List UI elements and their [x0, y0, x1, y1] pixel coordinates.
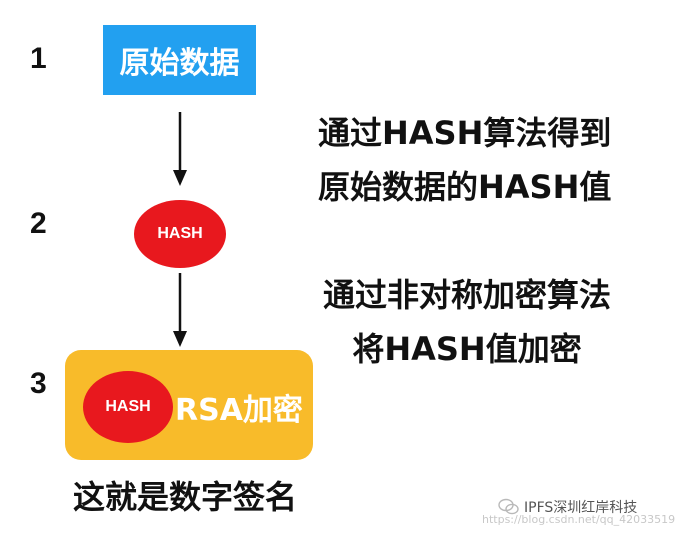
watermark: IPFS深圳红岸科技: [498, 497, 637, 517]
note-hash-line-1: 通过HASH算法得到: [318, 114, 612, 152]
raw-data-box: 原始数据: [103, 25, 256, 95]
arrow-down-1: [173, 112, 187, 186]
digital-signature-caption: 这就是数字签名: [73, 478, 298, 516]
step-number-2: 2: [30, 207, 47, 240]
note-encrypt-line-1: 通过非对称加密算法: [323, 276, 612, 314]
note-encrypt-step: 通过非对称加密算法 将HASH值加密: [323, 268, 611, 376]
hash-oval-encrypted: HASH: [83, 371, 173, 443]
rsa-encryption-label: RSA加密: [175, 393, 303, 428]
note-hash-line-2: 原始数据的HASH值: [318, 168, 612, 206]
raw-data-label: 原始数据: [119, 46, 240, 81]
watermark-url: https://blog.csdn.net/qq_42033519: [482, 513, 676, 526]
hash-oval: HASH: [134, 200, 226, 268]
note-hash-step: 通过HASH算法得到 原始数据的HASH值: [318, 106, 611, 214]
note-encrypt-line-2: 将HASH值加密: [352, 330, 582, 368]
step-number-3: 3: [30, 367, 47, 400]
hash-label: HASH: [157, 225, 203, 242]
step-number-1: 1: [30, 42, 47, 75]
arrow-down-2: [173, 273, 187, 347]
wechat-icon: [498, 498, 519, 515]
hash-label-encrypted: HASH: [105, 398, 151, 415]
watermark-account: IPFS深圳红岸科技: [524, 500, 638, 516]
